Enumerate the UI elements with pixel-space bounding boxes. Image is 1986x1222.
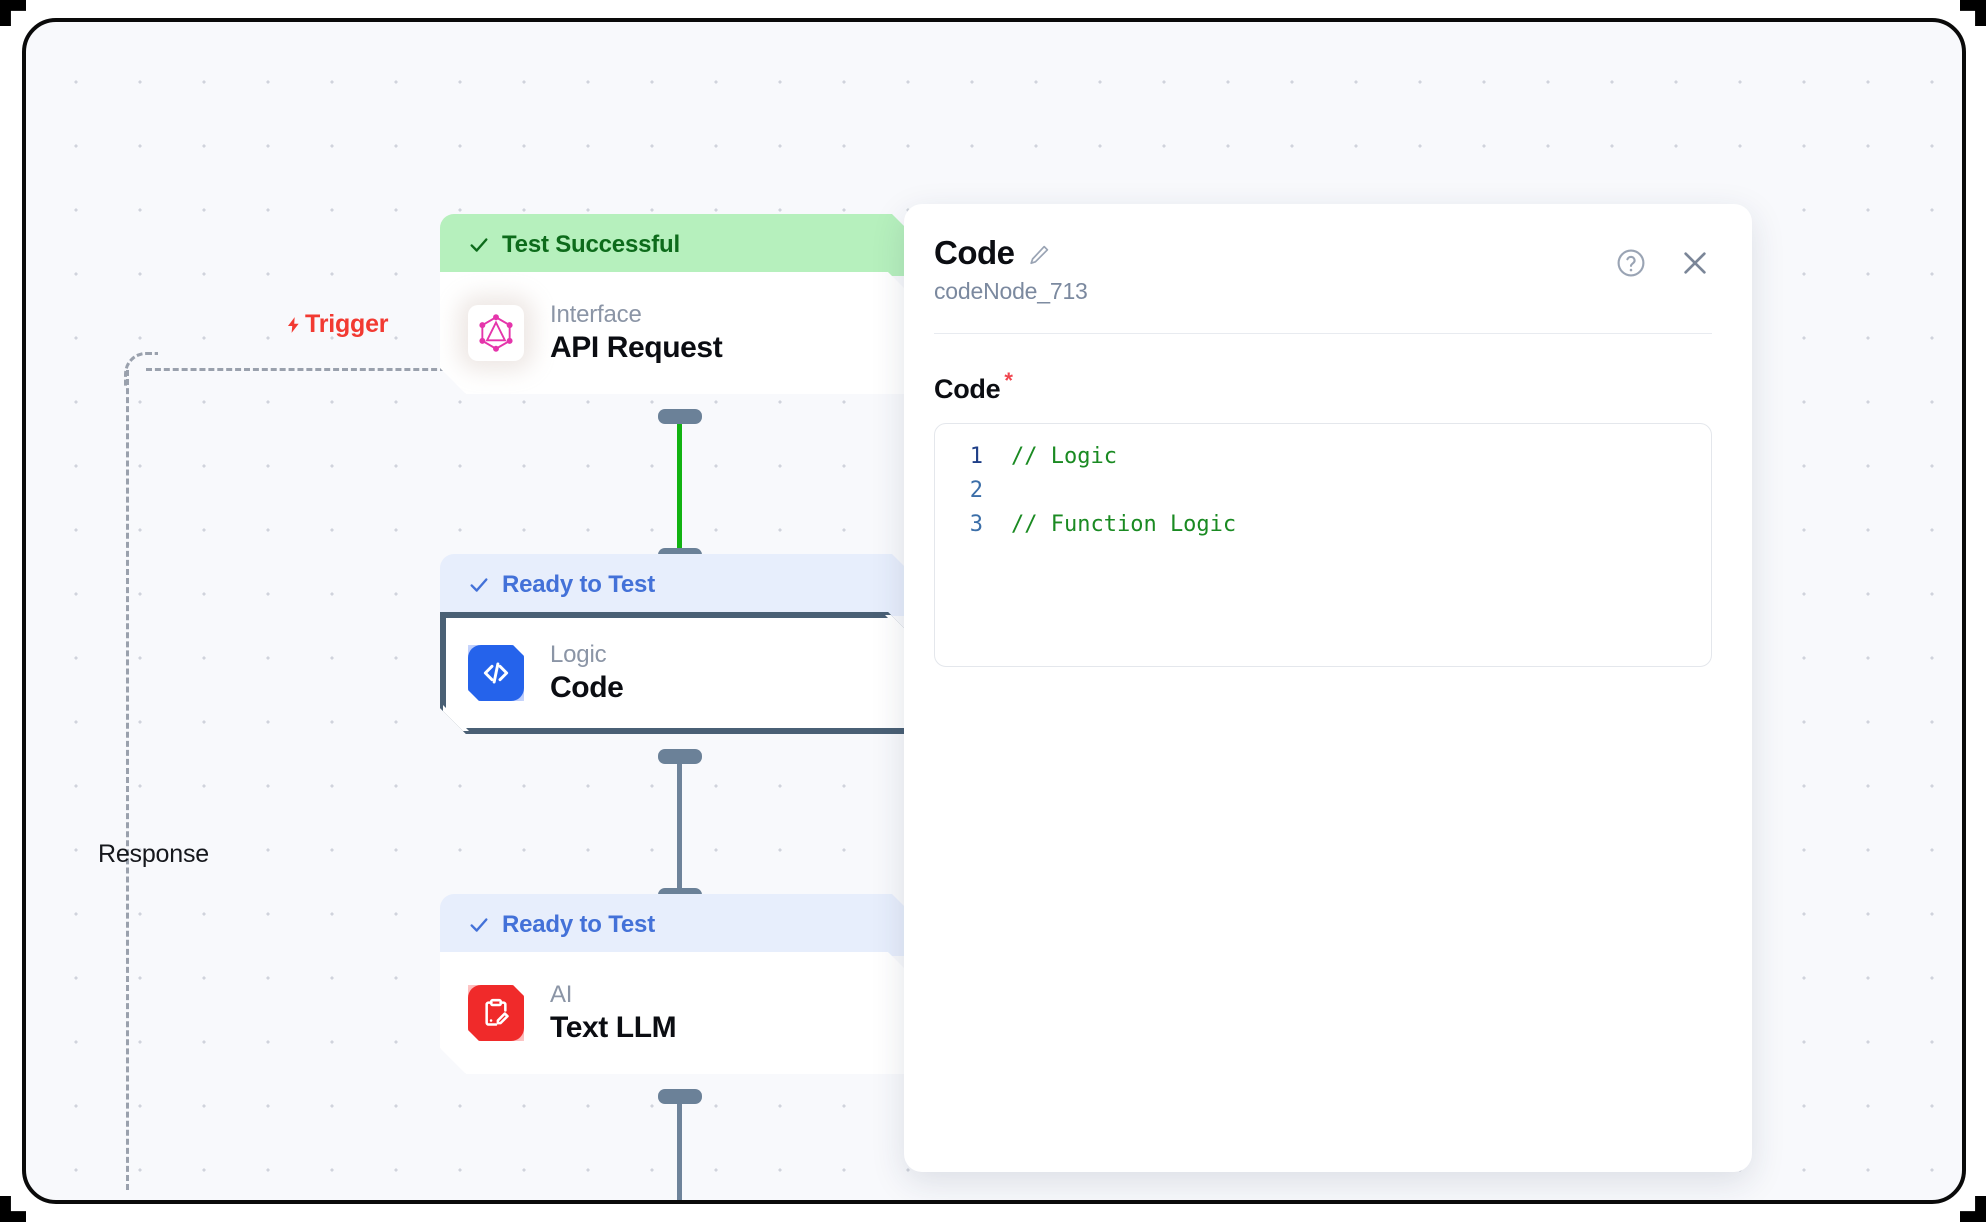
- code-line: 3 // Function Logic: [935, 512, 1711, 546]
- node-kind-label: Logic: [550, 641, 607, 668]
- lightning-bolt-icon: [287, 316, 299, 333]
- line-number: 3: [969, 512, 983, 537]
- edge-handle-source[interactable]: [658, 409, 702, 424]
- trigger-label-text: Trigger: [305, 310, 389, 338]
- node-title-label: Code: [550, 671, 624, 704]
- workflow-canvas[interactable]: Trigger Response Test Successful: [22, 18, 1966, 1204]
- code-line: 2: [935, 478, 1711, 512]
- edge-line-idle: [677, 1096, 682, 1200]
- edge-line-idle: [677, 756, 682, 896]
- node-card-body[interactable]: AI Text LLM: [440, 952, 914, 1074]
- close-icon: [1684, 252, 1706, 274]
- node-status-badge: Test Successful: [440, 214, 914, 276]
- route-elbow: [124, 352, 158, 386]
- node-detail-panel: Code codeNode_713: [904, 204, 1752, 1172]
- check-icon: [468, 914, 490, 936]
- graphql-icon: [468, 305, 524, 361]
- corner-marker-bottom-right: [1960, 1196, 1986, 1222]
- route-horizontal-segment: [146, 368, 446, 371]
- node-status-text: Test Successful: [502, 231, 680, 258]
- node-text-block: AI Text LLM: [550, 981, 676, 1045]
- edge-code-to-text-llm[interactable]: [658, 749, 702, 903]
- panel-divider: [934, 333, 1712, 334]
- panel-header: Code codeNode_713: [934, 234, 1712, 334]
- code-field-label-text: Code: [934, 374, 1001, 404]
- node-card-body[interactable]: Interface API Request: [440, 272, 914, 394]
- code-field-label: Code*: [934, 368, 1712, 405]
- node-code[interactable]: Ready to Test Logic Code: [440, 554, 914, 734]
- help-button[interactable]: [1614, 246, 1648, 280]
- pencil-icon[interactable]: [1027, 243, 1051, 267]
- close-button[interactable]: [1678, 246, 1712, 280]
- check-icon: [468, 574, 490, 596]
- corner-marker-top-left: [0, 0, 26, 26]
- node-card-body[interactable]: Logic Code: [440, 612, 914, 734]
- code-brackets-icon: [468, 645, 524, 701]
- node-text-block: Interface API Request: [550, 301, 722, 365]
- node-text-block: Logic Code: [550, 641, 623, 705]
- edge-handle-source[interactable]: [658, 1089, 702, 1104]
- node-status-badge: Ready to Test: [440, 894, 914, 956]
- code-line: 1 // Logic: [935, 444, 1711, 478]
- node-title-label: Text LLM: [550, 1011, 677, 1044]
- node-status-text: Ready to Test: [502, 571, 655, 598]
- node-text-llm[interactable]: Ready to Test AI Text LLM: [440, 894, 914, 1074]
- edge-api-request-to-code[interactable]: [658, 409, 702, 563]
- panel-title: Code: [934, 234, 1015, 271]
- clipboard-pencil-icon: [468, 985, 524, 1041]
- edge-text-llm-outgoing[interactable]: [658, 1089, 702, 1200]
- question-circle-icon: [1617, 249, 1645, 277]
- line-content: // Function Logic: [1011, 512, 1237, 537]
- node-status-text: Ready to Test: [502, 911, 655, 938]
- node-api-request[interactable]: Test Successful Interface API Request: [440, 214, 914, 394]
- node-title-label: API Request: [550, 331, 723, 364]
- node-status-badge: Ready to Test: [440, 554, 914, 616]
- corner-marker-bottom-left: [0, 1196, 26, 1222]
- check-icon: [468, 234, 490, 256]
- edge-handle-source[interactable]: [658, 749, 702, 764]
- panel-actions: [1614, 246, 1712, 280]
- required-marker: *: [1004, 368, 1013, 393]
- corner-marker-top-right: [1960, 0, 1986, 26]
- line-content: // Logic: [1011, 444, 1117, 469]
- edge-line-active: [677, 416, 682, 556]
- line-number: 2: [969, 478, 983, 503]
- node-kind-label: Interface: [550, 301, 642, 328]
- response-label: Response: [98, 840, 209, 868]
- line-number: 1: [969, 444, 983, 469]
- node-kind-label: AI: [550, 981, 573, 1008]
- trigger-label: Trigger: [284, 310, 389, 339]
- route-vertical-segment: [126, 370, 129, 1190]
- panel-subtitle: codeNode_713: [934, 278, 1088, 304]
- code-editor[interactable]: 1 // Logic 2 3 // Function Logic: [934, 423, 1712, 667]
- panel-title-row: Code: [934, 234, 1712, 272]
